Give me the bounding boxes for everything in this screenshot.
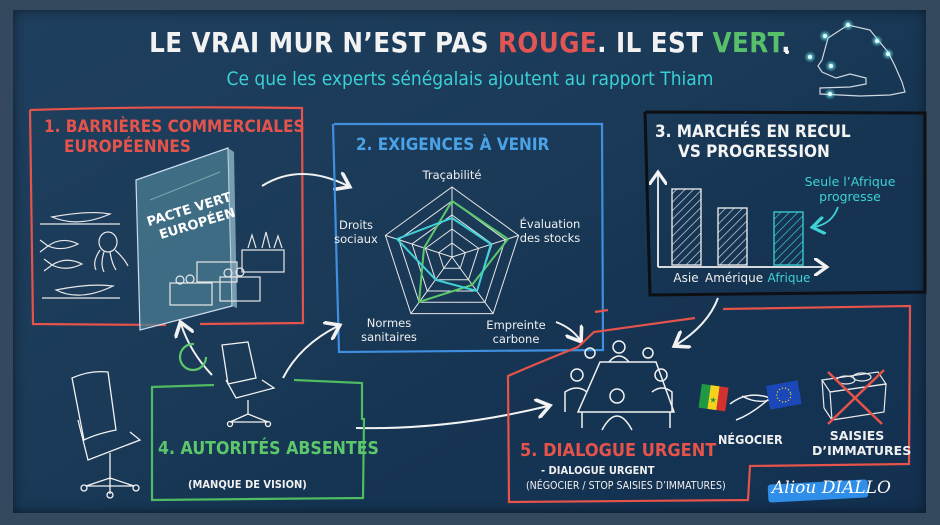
glass-wall-icon [135,147,237,331]
vegetable-crates-icon [169,231,285,306]
arrow-2-to-5 [555,321,580,340]
section1-title-line1: 1. BARRIÈRES COMMERCIALES [44,117,305,137]
bar-amerique [717,207,748,266]
title-red-word: ROUGE [497,26,598,59]
octopus-icon [94,231,129,273]
section4-note: (MANQUE DE VISION) [188,478,307,491]
label-line: Normes [366,316,412,330]
svg-text:★: ★ [709,395,717,405]
label-line: D’IMMATURES [812,443,912,458]
radar-series-green [417,199,510,304]
title-text: . [781,26,791,59]
page-subtitle: Ce que les experts sénégalais ajoutent a… [226,68,714,90]
empty-chair-icon [71,370,142,499]
radar-series-cyan [395,216,493,293]
crossed-fish-crate-icon [820,369,888,425]
empty-chair-icon [221,341,276,428]
annotation-line: Seule l’Afrique [804,174,896,189]
label-line: carbone [492,332,540,346]
bar-afrique [773,211,804,266]
title-text: . IL EST [597,26,713,59]
label-line: des stocks [519,231,581,245]
arrow-4-to-1 [181,324,213,376]
annotation-arrow [814,206,839,227]
radar-chart [384,186,520,315]
title-green-word: VERT [712,26,782,59]
section5-frame [506,304,912,504]
arrow-4-to-5 [355,406,548,430]
bar-label-afrique: Afrique [767,271,811,285]
page-title: LE VRAI MUR N’EST PAS ROUGE. IL EST VERT… [56,26,883,59]
label-line: Droits [338,218,374,232]
green-circle-mark [178,342,208,372]
boat-icon [40,211,120,299]
section2-title: 2. EXIGENCES À VENIR [356,135,550,155]
bar-chart [658,174,839,267]
bar-label-amerique: Amérique [705,271,764,285]
arrow-4-to-2 [282,326,338,379]
section1-frame [28,106,305,327]
handshake-flags-icon: ★ [698,380,802,421]
arrow-1-to-2 [261,174,348,186]
negocier-label: NÉGOCIER [718,432,783,447]
annotation-line: progresse [819,189,881,204]
title-text: LE VRAI MUR N’EST PAS [149,26,498,59]
bar-asie [671,188,702,266]
section5-line2: - DIALOGUE URGENT [541,464,655,477]
label-line: sanitaires [361,330,417,344]
section4-title: 4. AUTORITÉS ABSENTES [158,438,379,459]
signature: Aliou DIALLO [772,478,891,498]
section3-frame [643,110,927,297]
label-line: Évaluation [519,217,581,231]
label-line: SAISIES [829,428,885,443]
section2-frame [331,122,605,354]
label-line: Empreinte [486,318,546,332]
section3-title-line1: 3. MARCHÉS EN RECUL [655,122,851,142]
meeting-table-icon [564,340,676,431]
arrow-3-to-5 [676,297,719,345]
section4-frame [150,378,366,502]
fish-icon [39,239,84,272]
section1-title-line2: EUROPÉENNES [64,137,191,157]
senegal-map-icon [785,19,906,100]
section5-line3: (NÉGOCIER / STOP SAISIES D’IMMATURES) [526,480,726,492]
section3-title-line2: VS PROGRESSION [678,142,830,162]
bar-label-asie: Asie [673,271,699,285]
section5-title: 5. DIALOGUE URGENT [520,440,717,461]
radar-axis-tracabilite: Traçabilité [422,168,482,182]
label-line: sociaux [334,232,378,246]
